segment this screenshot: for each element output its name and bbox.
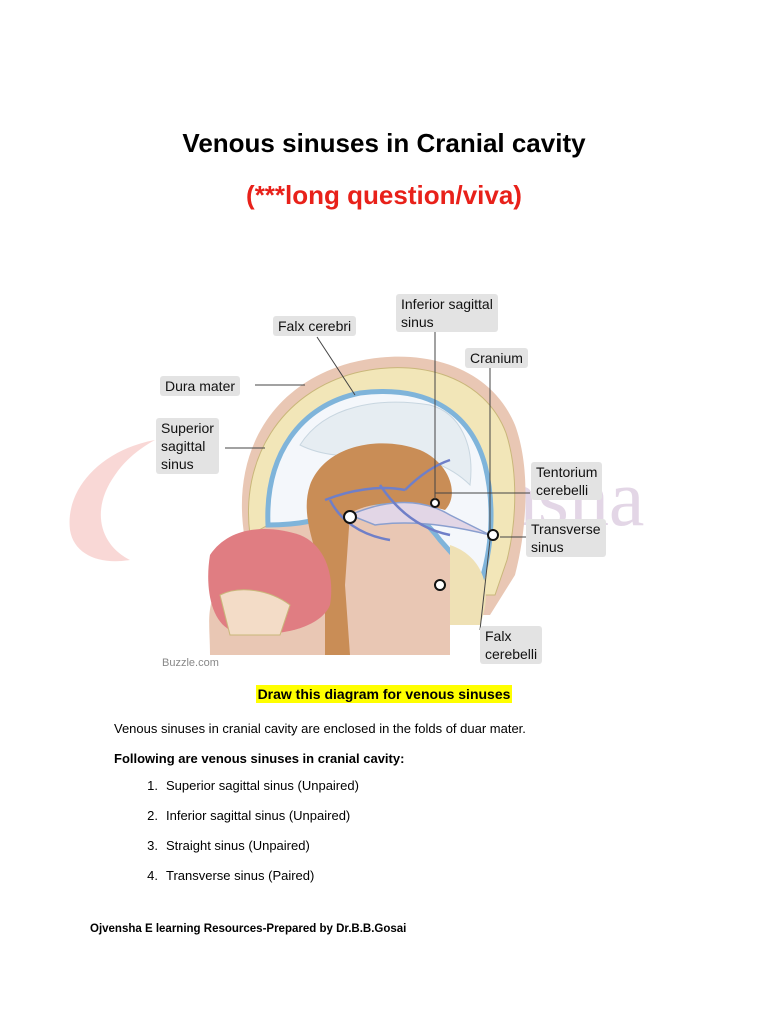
list-item: 2.Inferior sagittal sinus (Unpaired) [147, 808, 351, 823]
cranial-venous-sinus-diagram [208, 330, 530, 655]
list-item: 1.Superior sagittal sinus (Unpaired) [147, 778, 359, 793]
label-falx-cerebelli: Falx cerebelli [480, 626, 543, 664]
veins [324, 458, 451, 542]
list-item: 4.Transverse sinus (Paired) [147, 868, 315, 883]
label-inferior-sagittal-sinus: Inferior sagittal sinus [396, 294, 498, 332]
sinus-list: 1.Superior sagittal sinus (Unpaired) 2.I… [114, 778, 359, 898]
list-heading: Following are venous sinuses in cranial … [114, 751, 405, 766]
occipital-bone [450, 545, 486, 625]
list-item: 3.Straight sinus (Unpaired) [147, 838, 310, 853]
label-falx-cerebri: Falx cerebri [273, 316, 357, 336]
leader-lines [225, 330, 530, 631]
page-title: Venous sinuses in Cranial cavity [182, 128, 586, 158]
intro-paragraph: Venous sinuses in cranial cavity are enc… [114, 721, 526, 736]
nasal-conchae [219, 589, 291, 636]
instruction-highlight: Draw this diagram for venous sinuses [255, 685, 513, 703]
sinus-dot-2 [430, 498, 440, 508]
label-transverse-sinus: Transverse sinus [526, 519, 606, 557]
page-subtitle: (***long question/viva) [246, 180, 522, 210]
instruction-line: Draw this diagram for venous sinuses [0, 685, 768, 704]
label-cranium: Cranium [465, 348, 528, 368]
brainstem [306, 443, 452, 655]
label-tentorium-cerebelli: Tentorium cerebelli [531, 462, 603, 500]
label-superior-sagittal-sinus: Superior sagittal sinus [156, 418, 219, 474]
sinus-dot-3 [487, 529, 499, 541]
sinus-dot-1 [343, 510, 357, 524]
image-credit: Buzzle.com [162, 657, 219, 669]
sinus-dot-4 [434, 579, 446, 591]
page-footer: Ojvensha E learning Resources-Prepared b… [90, 923, 407, 935]
label-dura-mater: Dura mater [160, 376, 241, 396]
